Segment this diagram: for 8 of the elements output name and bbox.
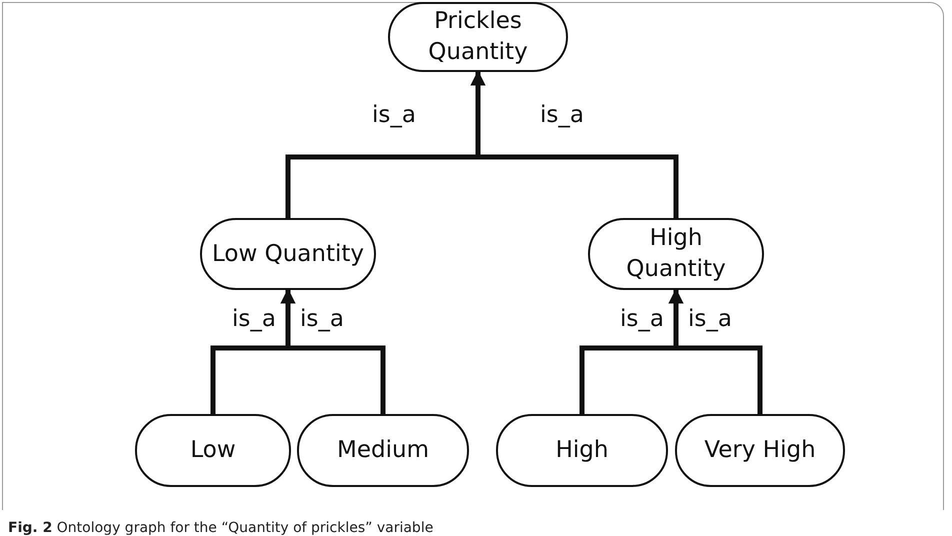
rounded-node: Low <box>135 414 291 487</box>
rounded-node: Prickles Quantity <box>388 2 568 72</box>
rounded-node: Very High <box>675 414 845 487</box>
rounded-node: High <box>496 414 668 487</box>
rounded-node: High Quantity <box>588 218 764 290</box>
rounded-node: Low Quantity <box>200 218 376 290</box>
rounded-node: Medium <box>297 414 469 487</box>
figure-caption: Fig. 2 Ontology graph for the “Quantity of prickles” variable <box>8 520 434 536</box>
